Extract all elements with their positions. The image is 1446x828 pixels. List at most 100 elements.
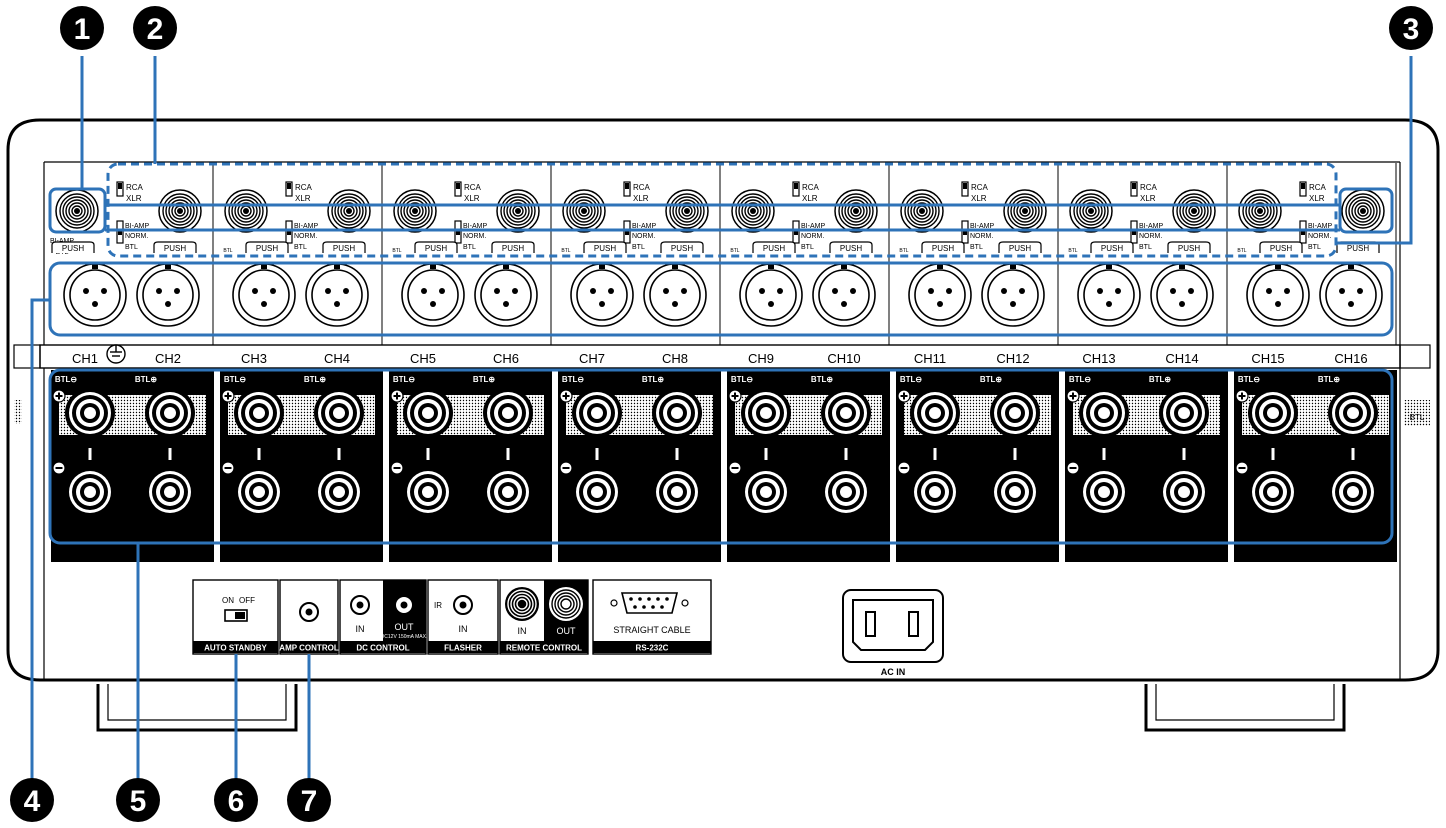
- speaker-terminal-neg-ch10[interactable]: [821, 467, 871, 517]
- rca-input-ch1[interactable]: [55, 189, 99, 233]
- push-tab-odd-p3[interactable]: PUSH: [414, 241, 458, 253]
- push-tab-odd-p5[interactable]: PUSH: [752, 241, 796, 253]
- mode-switch-p8[interactable]: [1299, 220, 1307, 244]
- xlr-input-ch13[interactable]: [1077, 263, 1141, 327]
- speaker-terminal-neg-ch2[interactable]: [145, 467, 195, 517]
- speaker-terminal-neg-ch12[interactable]: [990, 467, 1040, 517]
- input-select-switch-p4[interactable]: [623, 181, 631, 197]
- dc-control-in-jack[interactable]: [350, 595, 370, 615]
- speaker-terminal-neg-ch9[interactable]: [741, 467, 791, 517]
- speaker-terminal-pos-ch14[interactable]: [1159, 388, 1209, 438]
- mode-switch-p4[interactable]: [623, 220, 631, 244]
- speaker-terminal-pos-ch3[interactable]: [234, 388, 284, 438]
- mode-switch-p6[interactable]: [961, 220, 969, 244]
- rca-input-ch13[interactable]: [1069, 189, 1113, 233]
- push-tab-odd-p6[interactable]: PUSH: [921, 241, 965, 253]
- speaker-terminal-neg-ch6[interactable]: [483, 467, 533, 517]
- xlr-input-ch1[interactable]: [63, 263, 127, 327]
- speaker-terminal-pos-ch8[interactable]: [652, 388, 702, 438]
- push-tab-odd-p7[interactable]: PUSH: [1090, 241, 1134, 253]
- speaker-terminal-neg-ch7[interactable]: [572, 467, 622, 517]
- rca-input-ch7[interactable]: [562, 189, 606, 233]
- rca-input-ch8[interactable]: [665, 189, 709, 233]
- speaker-terminal-neg-ch5[interactable]: [403, 467, 453, 517]
- rs232c-connector[interactable]: [610, 592, 689, 614]
- speaker-terminal-neg-ch8[interactable]: [652, 467, 702, 517]
- input-select-switch-p6[interactable]: [961, 181, 969, 197]
- xlr-input-ch6[interactable]: [474, 263, 538, 327]
- remote-in-jack[interactable]: [505, 587, 539, 621]
- speaker-terminal-neg-ch16[interactable]: [1328, 467, 1378, 517]
- rca-input-ch14[interactable]: [1172, 189, 1216, 233]
- input-select-switch-p3[interactable]: [454, 181, 462, 197]
- push-tab-even-p3[interactable]: PUSH: [491, 241, 535, 253]
- speaker-terminal-pos-ch5[interactable]: [403, 388, 453, 438]
- push-tab-odd-p4[interactable]: PUSH: [583, 241, 627, 253]
- push-tab-even-p1[interactable]: PUSH: [153, 241, 197, 253]
- ground-terminal-icon[interactable]: [106, 344, 126, 364]
- rca-input-ch9[interactable]: [731, 189, 775, 233]
- mode-switch-p7[interactable]: [1130, 220, 1138, 244]
- flasher-in-jack[interactable]: [453, 595, 473, 615]
- rca-input-ch10[interactable]: [834, 189, 878, 233]
- push-tab-even-p2[interactable]: PUSH: [322, 241, 366, 253]
- xlr-input-ch8[interactable]: [643, 263, 707, 327]
- speaker-terminal-neg-ch11[interactable]: [910, 467, 960, 517]
- xlr-input-ch9[interactable]: [739, 263, 803, 327]
- speaker-terminal-neg-ch3[interactable]: [234, 467, 284, 517]
- rca-input-ch3[interactable]: [224, 189, 268, 233]
- push-tab-ch1[interactable]: PUSH: [51, 241, 95, 253]
- xlr-input-ch14[interactable]: [1150, 263, 1214, 327]
- rca-input-ch16[interactable]: [1341, 189, 1385, 233]
- push-tab-odd-p8[interactable]: PUSH: [1259, 241, 1303, 253]
- speaker-terminal-pos-ch6[interactable]: [483, 388, 533, 438]
- mode-switch-p1[interactable]: [116, 220, 124, 244]
- remote-out-jack[interactable]: [549, 587, 583, 621]
- input-select-switch-p7[interactable]: [1130, 181, 1138, 197]
- xlr-input-ch7[interactable]: [570, 263, 634, 327]
- push-tab-odd-p2[interactable]: PUSH: [245, 241, 289, 253]
- dc-control-out-jack[interactable]: [394, 595, 414, 615]
- speaker-terminal-pos-ch1[interactable]: [65, 388, 115, 438]
- speaker-terminal-pos-ch11[interactable]: [910, 388, 960, 438]
- push-tab-even-p4[interactable]: PUSH: [660, 241, 704, 253]
- xlr-input-ch10[interactable]: [812, 263, 876, 327]
- rca-input-ch12[interactable]: [1003, 189, 1047, 233]
- input-select-switch-p2[interactable]: [285, 181, 293, 197]
- speaker-terminal-pos-ch16[interactable]: [1328, 388, 1378, 438]
- input-select-switch-p8[interactable]: [1299, 181, 1307, 197]
- speaker-terminal-pos-ch2[interactable]: [145, 388, 195, 438]
- push-tab-even-p5[interactable]: PUSH: [829, 241, 873, 253]
- rca-input-ch4[interactable]: [327, 189, 371, 233]
- mode-switch-p5[interactable]: [792, 220, 800, 244]
- speaker-terminal-pos-ch9[interactable]: [741, 388, 791, 438]
- xlr-input-ch5[interactable]: [401, 263, 465, 327]
- rca-input-ch15[interactable]: [1238, 189, 1282, 233]
- input-select-switch-p1[interactable]: [116, 181, 124, 197]
- push-tab-even-p7[interactable]: PUSH: [1167, 241, 1211, 253]
- amp-control-jack[interactable]: [299, 602, 319, 622]
- speaker-terminal-pos-ch13[interactable]: [1079, 388, 1129, 438]
- push-tab-even-p6[interactable]: PUSH: [998, 241, 1042, 253]
- speaker-terminal-neg-ch4[interactable]: [314, 467, 364, 517]
- mode-switch-p3[interactable]: [454, 220, 462, 244]
- xlr-input-ch2[interactable]: [136, 263, 200, 327]
- xlr-input-ch15[interactable]: [1246, 263, 1310, 327]
- speaker-terminal-pos-ch7[interactable]: [572, 388, 622, 438]
- speaker-terminal-pos-ch4[interactable]: [314, 388, 364, 438]
- auto-standby-switch[interactable]: [224, 609, 248, 622]
- ac-inlet[interactable]: [842, 589, 944, 663]
- input-select-switch-p5[interactable]: [792, 181, 800, 197]
- speaker-terminal-pos-ch10[interactable]: [821, 388, 871, 438]
- xlr-input-ch3[interactable]: [232, 263, 296, 327]
- speaker-terminal-neg-ch1[interactable]: [65, 467, 115, 517]
- rca-input-ch6[interactable]: [496, 189, 540, 233]
- speaker-terminal-pos-ch15[interactable]: [1248, 388, 1298, 438]
- speaker-terminal-pos-ch12[interactable]: [990, 388, 1040, 438]
- mode-switch-p2[interactable]: [285, 220, 293, 244]
- rca-input-ch5[interactable]: [393, 189, 437, 233]
- speaker-terminal-neg-ch15[interactable]: [1248, 467, 1298, 517]
- speaker-terminal-neg-ch13[interactable]: [1079, 467, 1129, 517]
- xlr-input-ch4[interactable]: [305, 263, 369, 327]
- speaker-terminal-neg-ch14[interactable]: [1159, 467, 1209, 517]
